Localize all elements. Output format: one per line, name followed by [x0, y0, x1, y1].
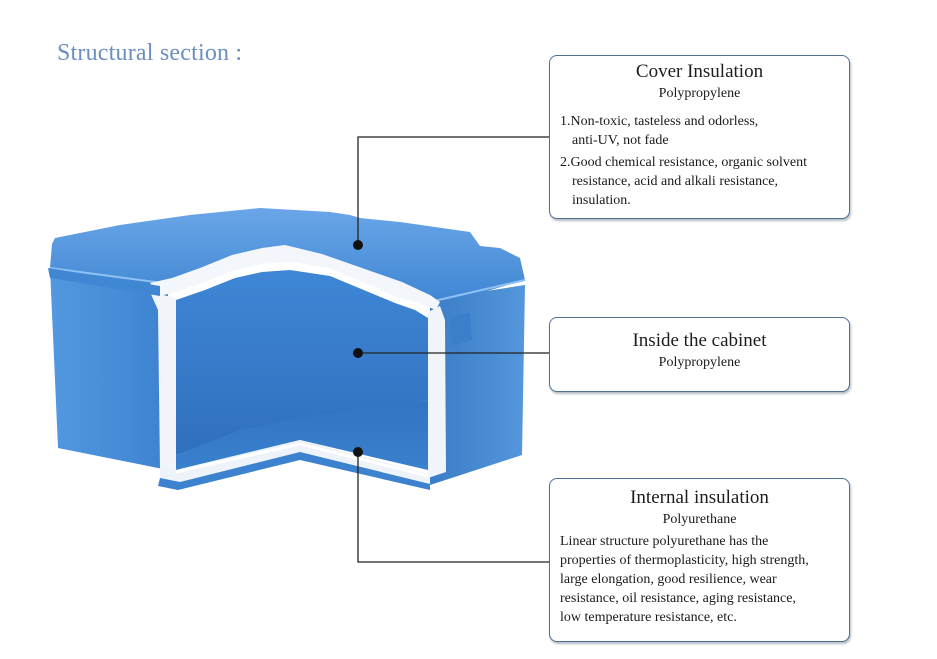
callout-description-line: Linear structure polyurethane has the: [560, 534, 769, 549]
point-text: 1.Non-toxic, tasteless and odorless,: [560, 114, 759, 129]
callout-title: Internal insulation: [630, 487, 769, 508]
left-outer-wall: [50, 268, 168, 470]
callout-internal-insulation: Internal insulation Polyurethane Linear …: [549, 478, 850, 642]
lid-top: [50, 208, 525, 302]
inner-floor: [176, 400, 428, 470]
callout-title: Inside the cabinet: [632, 330, 767, 351]
callout-point-1: 1.Non-toxic, tasteless and odorless, ant…: [558, 112, 841, 150]
callout-description-line: resistance, oil resistance, aging resist…: [560, 591, 796, 606]
callout-material: Polyurethane: [662, 512, 737, 527]
inner-cavity: [176, 270, 428, 455]
callout-title: Cover Insulation: [635, 61, 764, 82]
callout-material: Polypropylene: [658, 86, 741, 101]
callout-point-2: 2.Good chemical resistance, organic solv…: [558, 153, 841, 210]
callout-cover-insulation: Cover Insulation Polypropylene 1.Non-tox…: [549, 55, 850, 219]
point-text: resistance, acid and alkali resistance,: [572, 174, 779, 189]
point-text: 2.Good chemical resistance, organic solv…: [560, 155, 807, 170]
callout-inside-cabinet: Inside the cabinet Polypropylene: [549, 317, 850, 392]
marker-insulation: [353, 447, 363, 457]
marker-cover: [353, 240, 363, 250]
right-wall-insulation: [428, 306, 446, 478]
leader-line-insulation: [357, 452, 549, 563]
left-wall-insulation: [150, 292, 176, 472]
page-title: Structural section :: [57, 40, 243, 66]
marker-cabinet: [353, 348, 363, 358]
callout-description-line: low temperature resistance, etc.: [560, 610, 737, 625]
callout-description-line: properties of thermoplasticity, high str…: [560, 553, 809, 568]
callout-material: Polypropylene: [658, 355, 741, 370]
lid-insulation-cut: [150, 245, 440, 310]
point-text: anti-UV, not fade: [572, 133, 669, 148]
callout-description-line: large elongation, good resilience, wear: [560, 572, 777, 587]
point-text: insulation.: [572, 193, 631, 208]
leader-line-cover: [357, 136, 549, 245]
